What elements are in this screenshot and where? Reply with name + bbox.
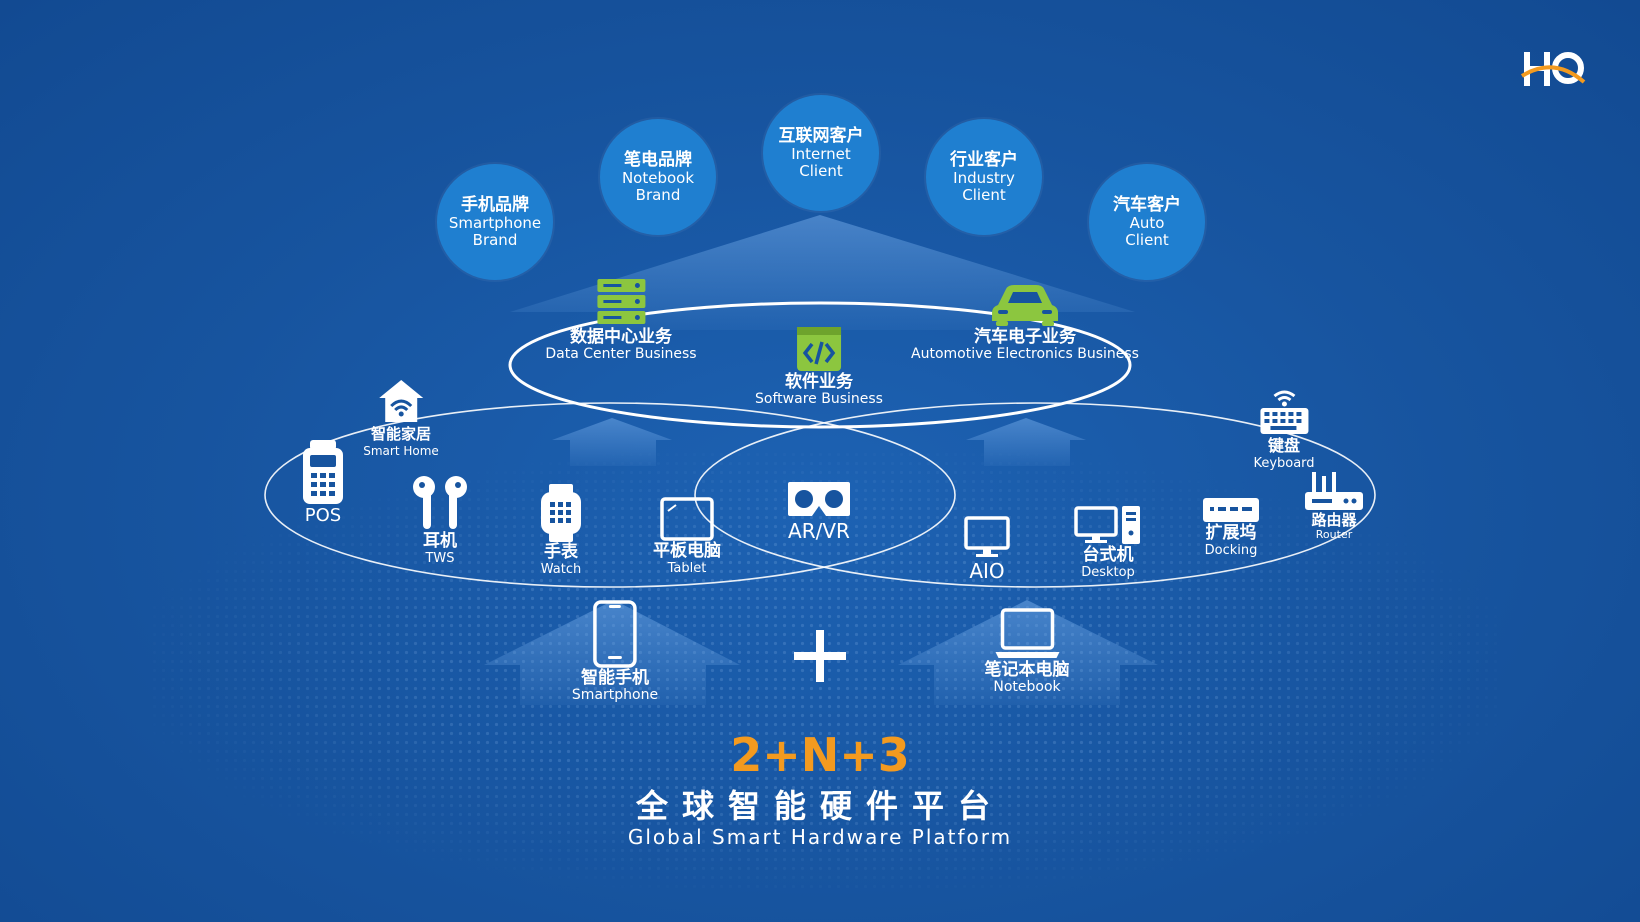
core-zh-label: 笔记本电脑 (984, 660, 1070, 680)
business-zh-label: 软件业务 (785, 372, 853, 392)
client-en-label: Client (962, 186, 1006, 204)
client-smartphone-brand: 手机品牌 Smartphone Brand (437, 164, 553, 280)
device-en-label: Smart Home (363, 444, 439, 458)
device-desktop: 台式机 Desktop (1074, 505, 1142, 580)
device-smart-home: 智能家居 Smart Home (363, 378, 439, 459)
client-en-label: Notebook (621, 169, 695, 187)
device-en-label: TWS (425, 551, 455, 566)
device-en-label: Docking (1204, 543, 1258, 558)
business-en-label: Automotive Electronics Business (911, 346, 1139, 362)
device-zh-label: 耳机 (423, 531, 457, 551)
client-en-label: Brand (472, 231, 518, 249)
router-icon (1305, 472, 1363, 510)
device-en-label: AR/VR (788, 519, 850, 543)
client-zh-label: 互联网客户 (778, 126, 864, 146)
server-icon (597, 279, 645, 324)
arrow-bottom-left (484, 600, 740, 705)
core-en-label: Notebook (993, 679, 1061, 695)
core-notebook: 笔记本电脑 Notebook (985, 608, 1070, 695)
world-map-dots (150, 450, 1500, 890)
device-en-label: Desktop (1081, 565, 1135, 580)
platform-title-en: Global Smart Hardware Platform (627, 825, 1013, 849)
left-device-ellipse (264, 402, 956, 588)
client-auto: 汽车客户 Auto Client (1089, 164, 1205, 280)
client-en-label: Brand (635, 186, 681, 204)
platform-title-zh: 全球智能硬件平台 (635, 787, 1004, 825)
device-zh-label: 键盘 (1267, 436, 1301, 455)
business-en-label: Software Business (755, 391, 883, 407)
device-en-label: Router (1315, 528, 1353, 541)
arrow-mid-left (552, 418, 672, 466)
core-en-label: Smartphone (571, 687, 659, 703)
business-data-center: 数据中心业务 Data Center Business (545, 277, 697, 362)
business-zh-label: 数据中心业务 (570, 327, 672, 347)
device-docking: 扩展坞 Docking (1202, 497, 1260, 558)
desktop-icon (1074, 506, 1140, 544)
client-en-label: Industry (953, 169, 1015, 187)
device-zh-label: 扩展坞 (1205, 523, 1257, 543)
docking-icon (1203, 498, 1259, 522)
watch-icon (541, 484, 581, 542)
device-zh-label: 路由器 (1311, 511, 1357, 529)
client-zh-label: 行业客户 (950, 150, 1018, 170)
laptop-icon (995, 608, 1059, 658)
platform-formula: 2+N+3 (730, 728, 910, 782)
client-zh-label: 笔电品牌 (624, 150, 692, 170)
device-aio: AIO (964, 516, 1010, 584)
arrow-top (510, 215, 1135, 330)
business-ellipse (508, 301, 1132, 429)
device-arvr: AR/VR (786, 480, 852, 544)
client-industry: 行业客户 Industry Client (926, 119, 1042, 235)
client-en-label: Auto (1129, 214, 1165, 232)
business-zh-label: 汽车电子业务 (974, 327, 1076, 347)
code-icon (797, 327, 841, 371)
arrow-mid-right (966, 418, 1086, 466)
device-tablet: 平板电脑 Tablet (653, 497, 721, 576)
client-zh-label: 手机品牌 (461, 195, 529, 215)
client-en-label: Smartphone (448, 214, 542, 232)
client-en-label: Client (1125, 231, 1169, 249)
device-en-label: POS (304, 505, 342, 526)
device-keyboard: 键盘 Keyboard (1253, 388, 1315, 471)
vr-headset-icon (788, 482, 850, 516)
business-software: 软件业务 Software Business (755, 326, 883, 407)
core-smartphone: 智能手机 Smartphone (572, 600, 658, 703)
client-zh-label: 汽车客户 (1113, 195, 1181, 215)
plus-sign (794, 630, 846, 682)
smart-home-icon (379, 380, 423, 422)
client-en-label: Internet (791, 145, 851, 163)
device-en-label: Tablet (667, 561, 707, 576)
device-watch: 手表 Watch (539, 484, 583, 577)
device-en-label: Watch (540, 562, 582, 577)
client-internet: 互联网客户 Internet Client (763, 95, 879, 211)
business-automotive: 汽车电子业务 Automotive Electronics Business (911, 281, 1139, 362)
client-notebook-brand: 笔电品牌 Notebook Brand (600, 119, 716, 235)
device-en-label: Keyboard (1253, 456, 1315, 471)
keyboard-icon (1259, 390, 1308, 434)
smartphone-icon (593, 600, 637, 668)
device-tws: 耳机 TWS (410, 475, 470, 566)
client-en-label: Client (799, 162, 843, 180)
right-device-ellipse (694, 402, 1376, 588)
pos-icon (303, 440, 343, 504)
device-zh-label: 平板电脑 (653, 541, 721, 561)
core-zh-label: 智能手机 (580, 668, 649, 688)
business-en-label: Data Center Business (545, 346, 697, 362)
device-zh-label: 手表 (544, 542, 578, 562)
device-router: 路由器 Router (1304, 470, 1364, 541)
tablet-icon (660, 497, 714, 541)
car-icon (992, 285, 1058, 326)
device-zh-label: 台式机 (1082, 545, 1134, 565)
device-en-label: AIO (969, 559, 1005, 583)
earbuds-icon (413, 476, 467, 529)
device-zh-label: 智能家居 (370, 425, 431, 443)
device-pos: POS (302, 440, 344, 526)
hq-logo (1520, 50, 1588, 94)
aio-icon (964, 516, 1010, 557)
